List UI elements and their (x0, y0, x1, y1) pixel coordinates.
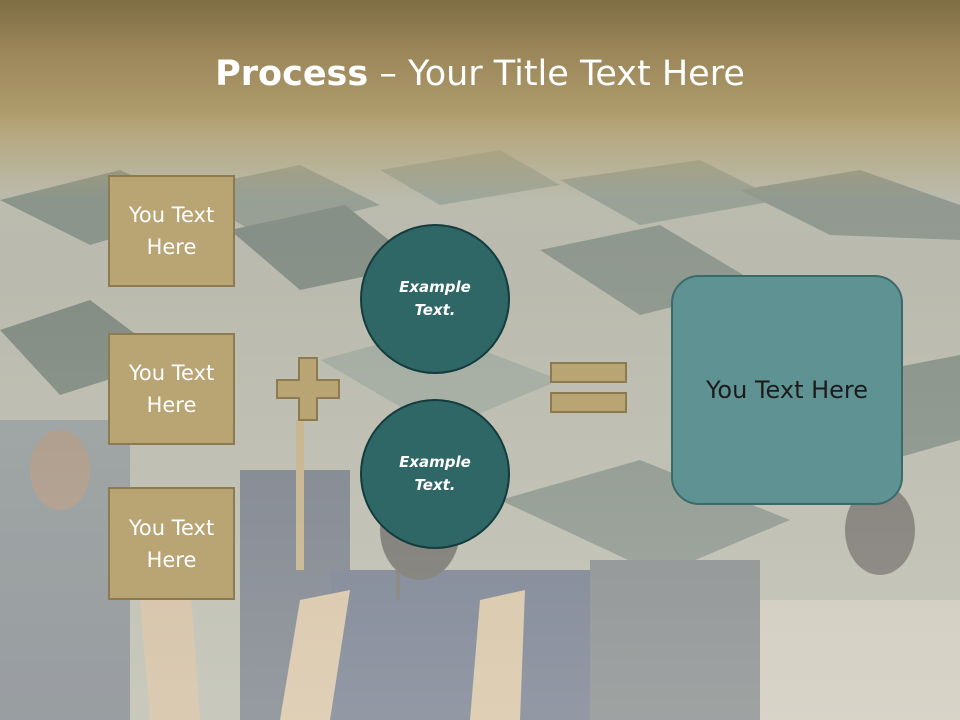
text-box-2[interactable]: You Text Here (108, 333, 235, 445)
text-box-2-label: You Text Here (128, 361, 215, 417)
title-bold-word: Process (215, 54, 369, 94)
example-circle-2-label: Example Text. (399, 453, 471, 494)
equals-bar-bottom (550, 392, 627, 413)
text-box-1[interactable]: You Text Here (108, 175, 235, 287)
result-box[interactable]: You Text Here (671, 275, 903, 505)
equals-bar-top (550, 362, 627, 383)
text-box-1-label: You Text Here (128, 203, 215, 259)
text-box-3[interactable]: You Text Here (108, 487, 235, 600)
result-box-label: You Text Here (705, 376, 869, 404)
example-circle-1[interactable]: Example Text. (360, 224, 510, 374)
text-box-3-label: You Text Here (128, 515, 215, 572)
slide-title: Process – Your Title Text Here (0, 52, 960, 96)
example-circle-2[interactable]: Example Text. (360, 399, 510, 549)
example-circle-1-label: Example Text. (399, 278, 471, 319)
title-rest: – Your Title Text Here (368, 54, 745, 94)
title-band (0, 0, 960, 200)
plus-icon (276, 357, 340, 421)
